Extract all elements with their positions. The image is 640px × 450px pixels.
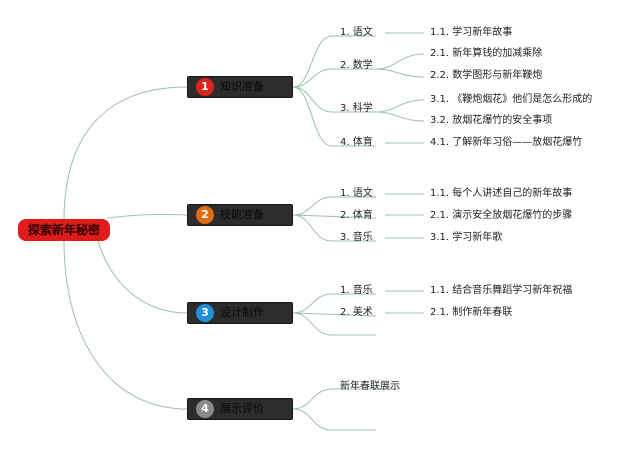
connector-b1-s2-l2 — [375, 68, 425, 78]
connector-root-branch-4 — [63, 240, 188, 410]
connector-b2-s1 — [292, 196, 376, 216]
subtopic-music[interactable]: 3. 音乐 — [340, 232, 373, 243]
leaf-topic[interactable]: 1.1. 学习新年故事 — [430, 27, 513, 38]
leaf-topic[interactable]: 3.1. 《鞭炮烟花》他们是怎么形成的 — [430, 94, 593, 105]
subtopic-math[interactable]: 2. 数学 — [340, 60, 373, 71]
subtopic-pe[interactable]: 4. 体育 — [340, 137, 373, 148]
leaf-topic[interactable]: 2.1. 演示安全放烟花爆竹的步骤 — [430, 210, 573, 221]
root-node[interactable]: 探索新年秘密 — [18, 219, 110, 241]
connector-root-branch-2 — [107, 213, 188, 219]
branch-node-skill-prep[interactable]: 2 技能准备 — [187, 204, 293, 226]
connector-root-branch-1 — [63, 86, 188, 222]
subtopic-chinese[interactable]: 1. 语文 — [340, 188, 373, 199]
subtopic-art[interactable]: 2. 美术 — [340, 307, 373, 318]
connector-b1-s2-l1 — [375, 53, 425, 70]
connector-b1-s3-l2 — [375, 111, 425, 122]
branch-number-badge: 3 — [196, 304, 214, 322]
connector-b4-s2 — [292, 408, 376, 431]
connector-b4-s1 — [292, 388, 400, 410]
branch-node-design-make[interactable]: 3 设计制作 — [187, 302, 293, 324]
subtopic-science[interactable]: 3. 科学 — [340, 103, 373, 114]
leaf-topic[interactable]: 1.1. 结合音乐舞蹈学习新年祝福 — [430, 285, 573, 296]
leaf-topic[interactable]: 3.1. 学习新年歌 — [430, 232, 503, 243]
leaf-topic[interactable]: 4.1. 了解新年习俗——放烟花爆竹 — [430, 137, 583, 148]
connector-b2-s3 — [292, 214, 376, 242]
branch-label: 技能准备 — [220, 208, 264, 221]
subtopic-music[interactable]: 1. 音乐 — [340, 285, 373, 296]
leaf-topic[interactable]: 3.2. 放烟花爆竹的安全事项 — [430, 115, 553, 126]
subtopic-chinese[interactable]: 1. 语文 — [340, 27, 373, 38]
root-label: 探索新年秘密 — [27, 223, 100, 237]
connector-b3-s1 — [292, 293, 376, 314]
branch-label: 展示评价 — [220, 402, 264, 415]
connector-b3-s2 — [292, 312, 377, 317]
connector-b1-s1 — [292, 35, 376, 88]
branch-node-knowledge-prep[interactable]: 1 知识准备 — [187, 76, 293, 98]
leaf-topic[interactable]: 2.1. 新年算钱的加减乘除 — [430, 48, 543, 59]
connector-b1-s4 — [292, 86, 376, 147]
branch-number-badge: 1 — [196, 78, 214, 96]
branch-node-show-evaluate[interactable]: 4 展示评价 — [187, 398, 293, 420]
connector-b3-s3 — [292, 312, 376, 336]
branch-label: 设计制作 — [220, 306, 264, 319]
connector-b1-s2 — [292, 68, 376, 88]
leaf-topic[interactable]: 1.1. 每个人讲述自己的新年故事 — [430, 188, 573, 199]
subtopic-pe[interactable]: 2. 体育 — [340, 210, 373, 221]
connector-root-branch-3 — [97, 240, 188, 314]
leaf-topic[interactable]: 2.1. 制作新年春联 — [430, 307, 513, 318]
branch-label: 知识准备 — [220, 80, 264, 93]
connector-b1-s3 — [292, 86, 376, 113]
branch-number-badge: 4 — [196, 400, 214, 418]
branch-number-badge: 2 — [196, 206, 214, 224]
leaf-topic[interactable]: 2.2. 数学图形与新年鞭炮 — [430, 70, 543, 81]
connector-b1-s3-l1 — [375, 99, 425, 113]
connector-b2-s2 — [292, 214, 377, 219]
subtopic-showcase[interactable]: 新年春联展示 — [340, 381, 400, 392]
